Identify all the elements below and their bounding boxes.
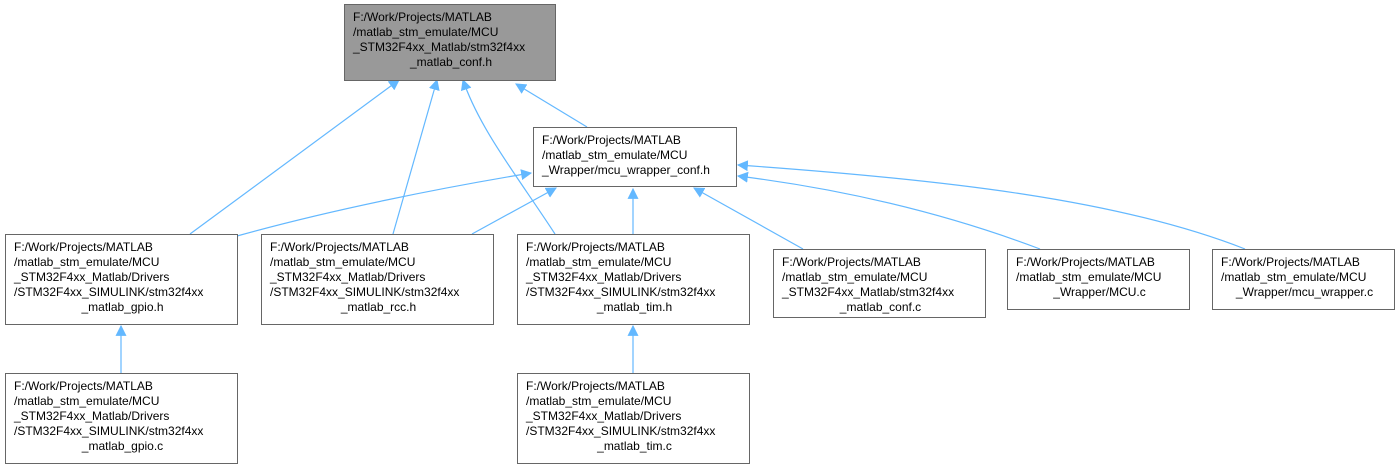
- node-stm32f4xx-matlab-tim-h[interactable]: F:/Work/Projects/MATLAB /matlab_stm_emul…: [517, 234, 750, 325]
- edge-wrapper_conf-to-root: [515, 83, 588, 128]
- node-line: /matlab_stm_emulate/MCU: [14, 255, 160, 269]
- node-line: /STM32F4xx_SIMULINK/stm32f4xx: [526, 285, 716, 299]
- node-line: /matlab_stm_emulate/MCU: [542, 148, 688, 162]
- node-line: /matlab_stm_emulate/MCU: [270, 255, 416, 269]
- edge-gpio_h-to-root: [189, 79, 400, 235]
- node-line: _STM32F4xx_Matlab/stm32f4xx: [782, 285, 955, 299]
- node-line: /STM32F4xx_SIMULINK/stm32f4xx: [526, 424, 716, 438]
- node-line: /STM32F4xx_SIMULINK/stm32f4xx: [14, 285, 204, 299]
- node-line: F:/Work/Projects/MATLAB: [270, 240, 409, 254]
- node-stm32f4xx-matlab-tim-c[interactable]: F:/Work/Projects/MATLAB /matlab_stm_emul…: [517, 373, 750, 464]
- node-line: F:/Work/Projects/MATLAB: [526, 379, 665, 393]
- node-line: _Wrapper/MCU.c: [1053, 285, 1146, 299]
- node-line: F:/Work/Projects/MATLAB: [1016, 255, 1155, 269]
- node-line: _STM32F4xx_Matlab/Drivers: [270, 270, 426, 284]
- node-line: /STM32F4xx_SIMULINK/stm32f4xx: [270, 285, 460, 299]
- node-line: F:/Work/Projects/MATLAB: [542, 133, 681, 147]
- node-line: _STM32F4xx_Matlab/Drivers: [526, 409, 682, 423]
- node-line: _STM32F4xx_Matlab/Drivers: [526, 270, 682, 284]
- node-line: _matlab_gpio.c: [81, 439, 164, 453]
- node-line: F:/Work/Projects/MATLAB: [526, 240, 665, 254]
- node-stm32f4xx-matlab-gpio-h[interactable]: F:/Work/Projects/MATLAB /matlab_stm_emul…: [5, 234, 238, 325]
- node-line: _STM32F4xx_Matlab/Drivers: [14, 409, 170, 423]
- node-line: F:/Work/Projects/MATLAB: [14, 240, 153, 254]
- edge-rcc_h-to-root: [392, 78, 440, 235]
- node-line: /matlab_stm_emulate/MCU: [353, 25, 499, 39]
- edge-gpio_h-to-wrapper_conf: [236, 169, 533, 237]
- node-line: _matlab_conf.c: [839, 300, 922, 314]
- node-line: /matlab_stm_emulate/MCU: [526, 255, 672, 269]
- node-line: /STM32F4xx_SIMULINK/stm32f4xx: [14, 424, 204, 438]
- node-line: /matlab_stm_emulate/MCU: [14, 394, 160, 408]
- edge-rcc_h-to-wrapper_conf: [471, 187, 557, 235]
- edge-conf_c-to-wrapper_conf: [693, 187, 804, 250]
- node-line: F:/Work/Projects/MATLAB: [782, 255, 921, 269]
- node-line: _matlab_tim.h: [596, 300, 673, 314]
- node-stm32f4xx-matlab-conf-h[interactable]: F:/Work/Projects/MATLAB /matlab_stm_emul…: [344, 4, 556, 81]
- node-line: F:/Work/Projects/MATLAB: [1221, 255, 1360, 269]
- node-line: /matlab_stm_emulate/MCU: [1221, 270, 1367, 284]
- node-line: /matlab_stm_emulate/MCU: [526, 394, 672, 408]
- node-line: /matlab_stm_emulate/MCU: [1016, 270, 1162, 284]
- node-mcu-wrapper-c[interactable]: F:/Work/Projects/MATLAB /matlab_stm_emul…: [1212, 249, 1395, 310]
- node-line: /matlab_stm_emulate/MCU: [782, 270, 928, 284]
- node-stm32f4xx-matlab-rcc-h[interactable]: F:/Work/Projects/MATLAB /matlab_stm_emul…: [261, 234, 494, 325]
- node-line: _STM32F4xx_Matlab/Drivers: [14, 270, 170, 284]
- node-line: _Wrapper/mcu_wrapper.c: [1235, 285, 1374, 299]
- node-mcu-c[interactable]: F:/Work/Projects/MATLAB /matlab_stm_emul…: [1007, 249, 1190, 310]
- node-line: _Wrapper/mcu_wrapper_conf.h: [542, 163, 710, 177]
- node-line: _matlab_conf.h: [409, 55, 493, 69]
- node-mcu-wrapper-conf-h[interactable]: F:/Work/Projects/MATLAB /matlab_stm_emul…: [533, 127, 737, 187]
- edge-mcu_wrapper_c-to-wrapper_conf: [736, 160, 1246, 250]
- node-line: F:/Work/Projects/MATLAB: [14, 379, 153, 393]
- node-line: _matlab_rcc.h: [340, 300, 417, 314]
- node-stm32f4xx-matlab-gpio-c[interactable]: F:/Work/Projects/MATLAB /matlab_stm_emul…: [5, 373, 238, 464]
- edge-mcu_c-to-wrapper_conf: [736, 171, 1041, 250]
- edge-tim_h-to-root: [460, 78, 556, 235]
- node-line: _matlab_gpio.h: [81, 300, 164, 314]
- node-line: _matlab_tim.c: [597, 439, 672, 453]
- node-stm32f4xx-matlab-conf-c[interactable]: F:/Work/Projects/MATLAB /matlab_stm_emul…: [773, 249, 986, 318]
- node-line: F:/Work/Projects/MATLAB: [353, 10, 492, 24]
- node-line: _STM32F4xx_Matlab/stm32f4xx: [353, 40, 526, 54]
